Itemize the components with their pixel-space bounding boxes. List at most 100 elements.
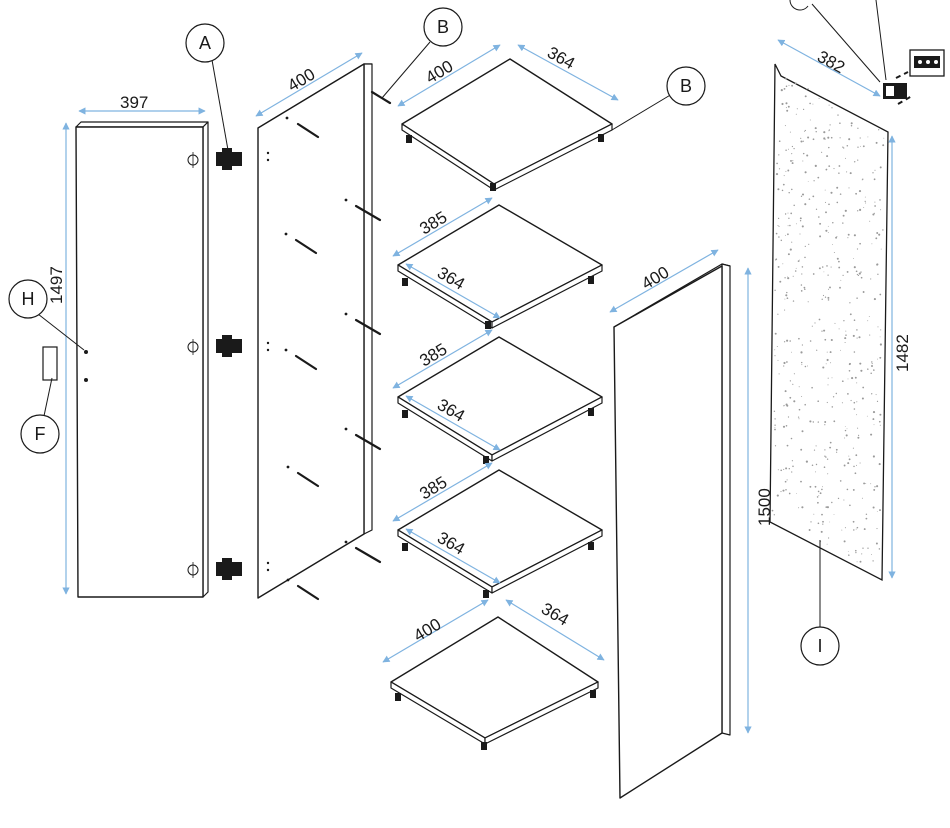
texture-speck	[853, 161, 856, 163]
texture-speck	[798, 418, 800, 420]
texture-speck	[849, 172, 852, 175]
texture-speck	[793, 204, 795, 207]
texture-speck	[856, 414, 858, 416]
texture-speck	[855, 528, 857, 530]
texture-speck	[843, 540, 846, 543]
texture-speck	[877, 326, 879, 328]
texture-speck	[775, 232, 778, 235]
texture-speck	[876, 400, 879, 403]
texture-speck	[792, 160, 794, 162]
callout-i: I	[800, 540, 840, 666]
texture-speck	[860, 276, 863, 279]
texture-speck	[792, 383, 794, 385]
texture-speck	[873, 178, 876, 181]
texture-speck	[875, 394, 877, 396]
texture-speck	[798, 408, 801, 411]
texture-speck	[821, 486, 823, 488]
callout-h-label: H	[22, 289, 35, 309]
texture-speck	[778, 140, 781, 143]
texture-speck	[790, 212, 793, 215]
texture-speck	[783, 404, 785, 407]
texture-speck	[846, 270, 849, 273]
texture-speck	[846, 428, 848, 430]
texture-speck	[813, 513, 815, 515]
texture-speck	[847, 462, 850, 465]
texture-speck	[812, 138, 815, 141]
texture-speck	[821, 266, 824, 268]
texture-speck	[831, 243, 833, 245]
texture-speck	[856, 464, 857, 466]
right-panel-height-label: 1500	[755, 488, 774, 526]
callout-b-right-label: B	[680, 76, 692, 96]
texture-speck	[830, 266, 832, 268]
texture-speck	[799, 259, 800, 261]
callout-i-label: I	[817, 636, 822, 656]
shelf-top	[401, 58, 613, 191]
texture-speck	[855, 454, 858, 457]
texture-speck	[784, 480, 787, 483]
texture-speck	[790, 351, 792, 353]
texture-speck	[780, 491, 782, 493]
texture-speck	[775, 259, 777, 261]
texture-speck	[816, 496, 819, 498]
texture-speck	[774, 445, 777, 447]
texture-speck	[824, 296, 827, 298]
texture-speck	[809, 340, 812, 342]
door-width-label: 397	[120, 93, 148, 112]
texture-speck	[785, 488, 787, 491]
texture-speck	[826, 401, 828, 404]
right-panel-depth-label: 400	[638, 263, 672, 294]
texture-speck	[835, 392, 837, 395]
texture-speck	[824, 338, 827, 341]
texture-speck	[856, 382, 858, 384]
texture-speck	[804, 365, 807, 368]
texture-speck	[818, 494, 820, 496]
texture-speck	[787, 416, 790, 418]
texture-speck	[879, 199, 881, 201]
texture-speck	[848, 138, 851, 141]
texture-speck	[827, 274, 829, 276]
texture-speck	[827, 377, 829, 379]
texture-speck	[872, 418, 875, 421]
texture-speck	[802, 152, 805, 155]
texture-speck	[823, 466, 826, 469]
texture-speck	[815, 131, 817, 133]
texture-speck	[871, 393, 873, 395]
texture-speck	[785, 467, 788, 470]
texture-speck	[817, 501, 819, 504]
back-panel-width-dimension	[777, 39, 881, 97]
texture-speck	[791, 153, 793, 154]
texture-speck	[864, 200, 866, 203]
texture-speck	[801, 506, 804, 509]
texture-speck	[773, 514, 775, 516]
texture-speck	[876, 232, 879, 234]
texture-speck	[819, 492, 822, 495]
texture-speck	[877, 273, 879, 276]
texture-speck	[792, 275, 794, 277]
texture-speck	[796, 493, 797, 494]
texture-speck	[879, 356, 882, 359]
texture-speck	[798, 507, 800, 509]
texture-speck	[860, 369, 863, 372]
texture-speck	[794, 82, 797, 85]
side-panel-depth-label: 400	[284, 65, 318, 96]
texture-speck	[878, 420, 881, 423]
texture-speck	[844, 437, 846, 439]
texture-speck	[824, 189, 826, 191]
texture-speck	[869, 220, 871, 222]
texture-speck	[785, 170, 787, 172]
texture-speck	[784, 125, 786, 127]
shelf-bottom	[390, 616, 599, 750]
texture-speck	[856, 329, 858, 331]
texture-speck	[823, 271, 825, 273]
back-panel	[769, 63, 889, 582]
texture-speck	[838, 328, 840, 330]
texture-speck	[810, 521, 812, 523]
texture-speck	[863, 482, 866, 485]
texture-speck	[856, 561, 858, 563]
texture-speck	[876, 511, 878, 512]
texture-speck	[846, 171, 848, 173]
texture-speck	[818, 318, 821, 321]
texture-speck	[850, 124, 853, 127]
shelf-2-depth-dimension	[392, 197, 493, 257]
